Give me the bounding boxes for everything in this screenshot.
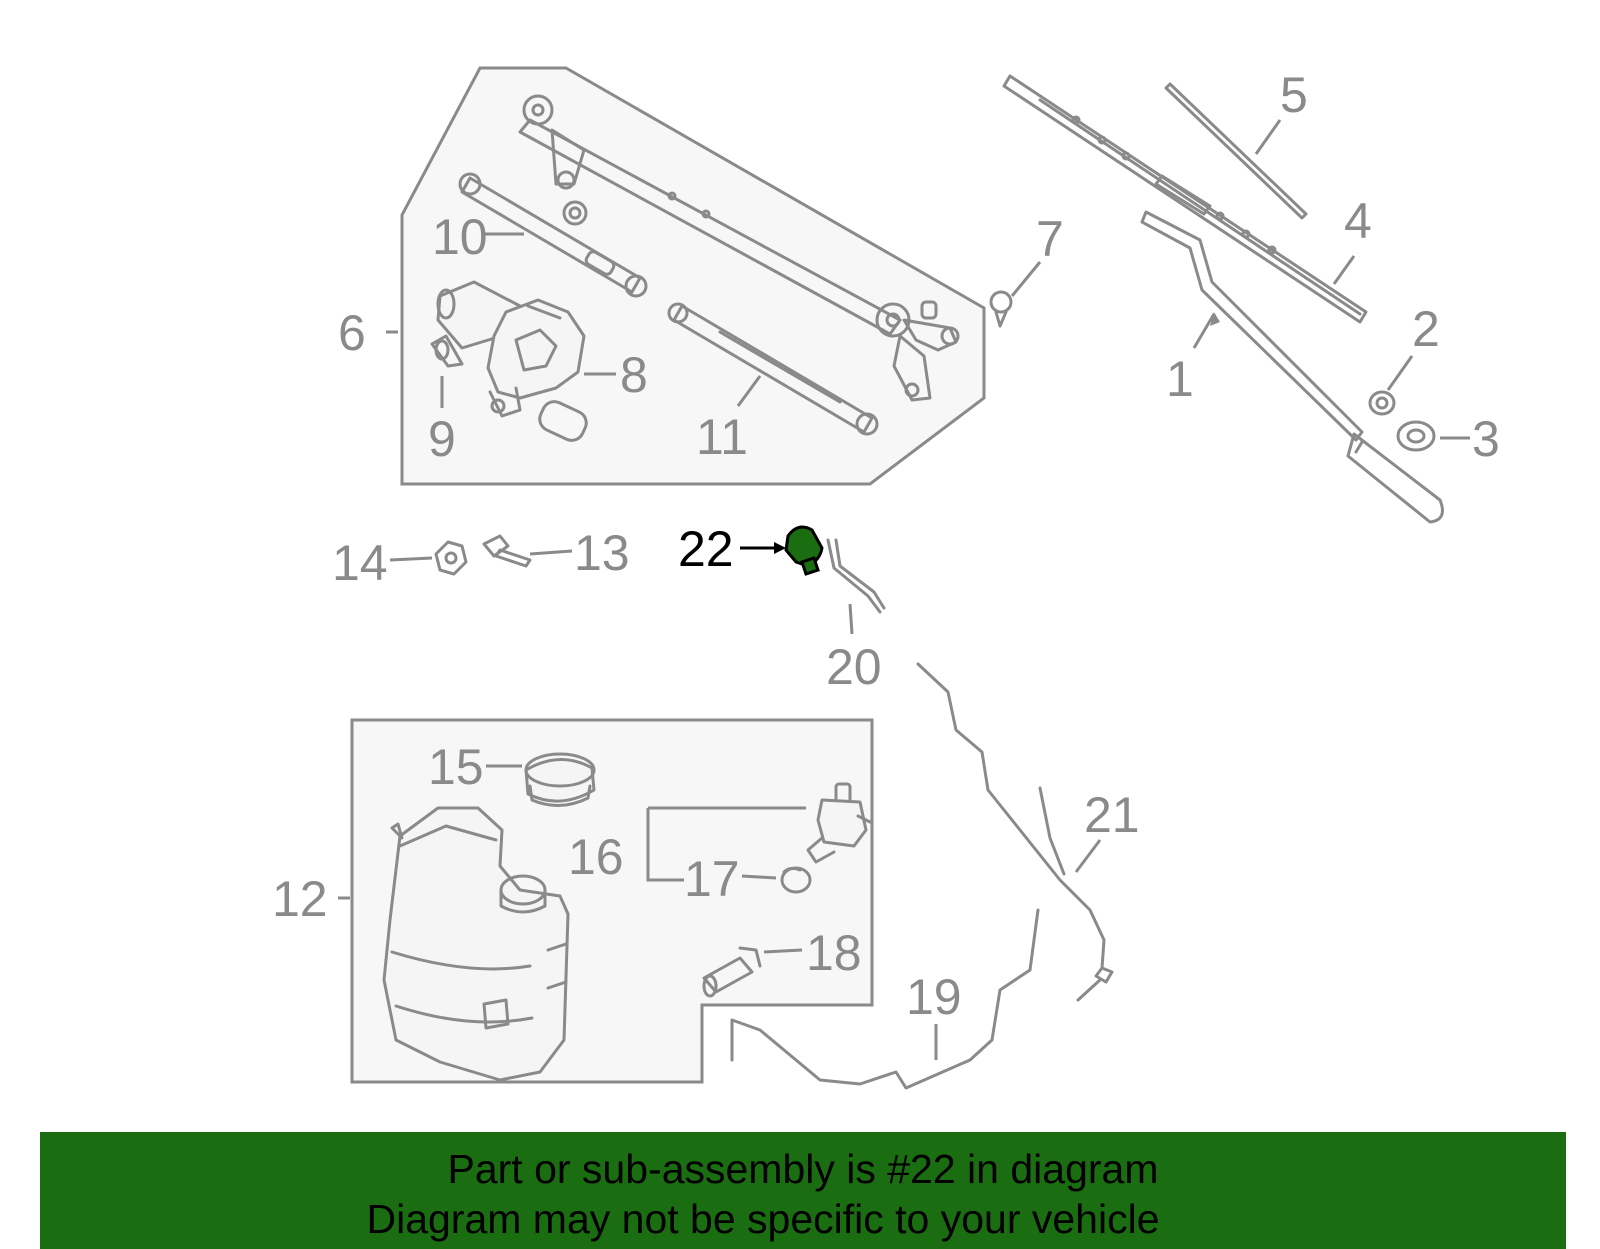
banner-line-disclaimer: Diagram may not be specific to your vehi…: [366, 1196, 1160, 1242]
callout-14: 14: [332, 535, 388, 591]
part-15-reservoir-cap: [524, 752, 596, 807]
part-16-washer-pump: [806, 782, 872, 864]
callout-9: 9: [428, 411, 456, 467]
part-13-bolt: [482, 534, 532, 568]
callout-10: 10: [432, 209, 488, 265]
callout-11: 11: [696, 409, 748, 465]
callout-16: 16: [568, 829, 624, 885]
callout-21: 21: [1084, 787, 1140, 843]
callout-20: 20: [826, 639, 882, 695]
callout-2: 2: [1412, 301, 1440, 357]
callout-13: 13: [574, 525, 630, 581]
part-linkage-rod: [518, 94, 960, 402]
part-1-wiper-arm: [1140, 210, 1444, 524]
callout-12: 12: [272, 871, 328, 927]
callout-4: 4: [1344, 193, 1372, 249]
callout-5: 5: [1280, 67, 1308, 123]
callout-6: 6: [338, 305, 366, 361]
part-20-hose: [826, 538, 886, 614]
part-21-hose: [916, 662, 1114, 1002]
part-5-blade-insert: [1164, 82, 1308, 220]
part-2-arm-nut: [1368, 390, 1396, 416]
callout-1: 1: [1166, 351, 1194, 407]
callout-15: 15: [428, 739, 484, 795]
callout-19: 19: [906, 969, 962, 1025]
part-18-level-sensor: [702, 946, 762, 998]
part-12-washer-reservoir: [382, 806, 570, 1082]
callout-17: 17: [684, 851, 740, 907]
callout-3: 3: [1472, 411, 1500, 467]
panel-linkage-assembly: [400, 66, 986, 486]
part-19-hose: [730, 908, 1040, 1090]
part-17-grommet: [780, 866, 812, 894]
callout-8: 8: [620, 347, 648, 403]
info-banner: Part or sub-assembly is #22 in diagram D…: [40, 1132, 1566, 1249]
part-16-bracket: [646, 806, 806, 882]
part-linkage-nut: [562, 200, 588, 226]
callout-7: 7: [1036, 211, 1064, 267]
banner-line-part-info: Part or sub-assembly is #22 in diagram: [447, 1146, 1159, 1192]
part-3-washer: [1396, 420, 1436, 452]
callout-22: 22: [678, 521, 734, 577]
part-9-bushing: [430, 334, 464, 368]
part-7-pivot-cap: [989, 290, 1013, 328]
callout-18: 18: [806, 925, 862, 981]
part-11-connecting-rod: [667, 302, 879, 436]
part-4-wiper-blade: [1002, 74, 1368, 324]
leader-lines: [338, 119, 1470, 1060]
part-8-wiper-motor: [436, 280, 588, 442]
part-22-washer-nozzle: [784, 525, 824, 576]
part-10-connecting-rod: [458, 172, 648, 298]
part-14-nut: [434, 540, 468, 576]
